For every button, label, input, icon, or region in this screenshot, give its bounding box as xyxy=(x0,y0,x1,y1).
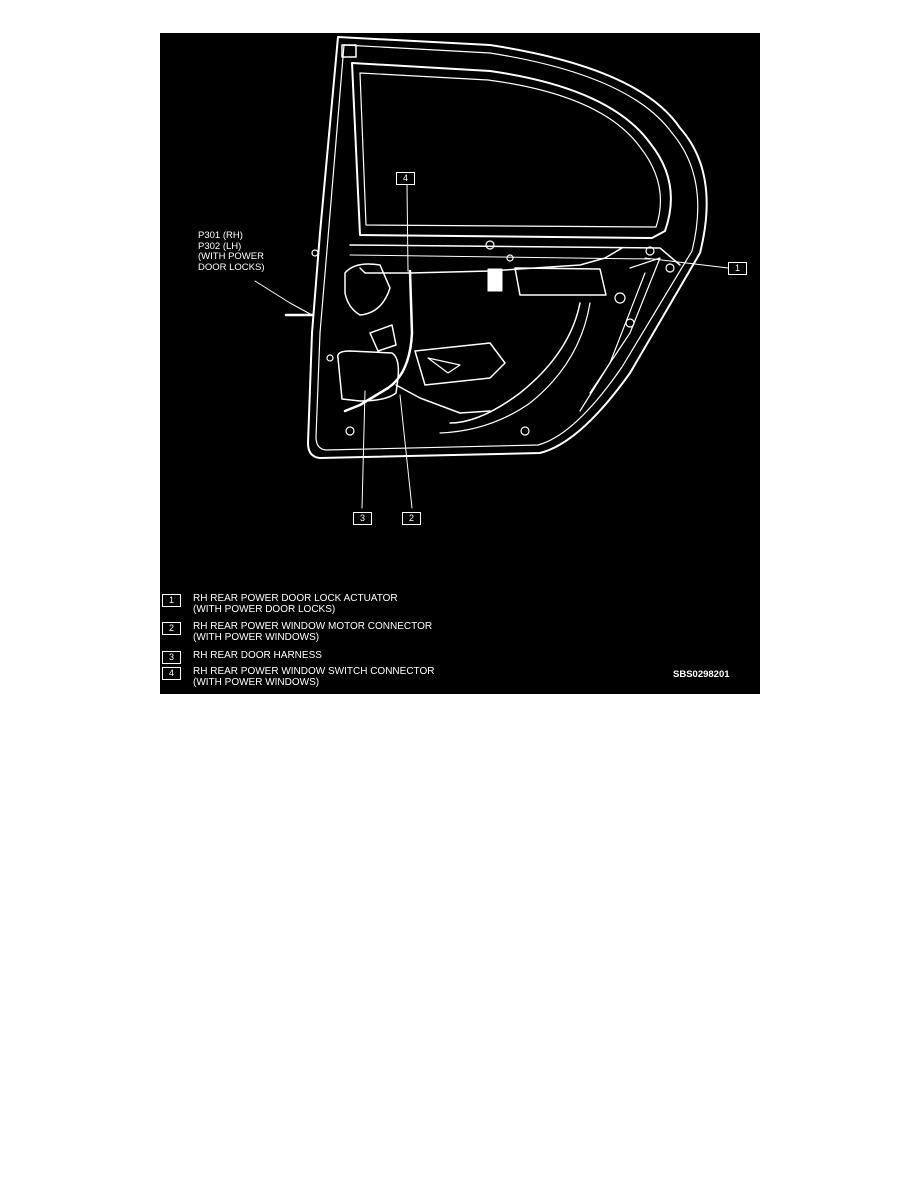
window-frame xyxy=(351,62,672,239)
legend-line: RH REAR POWER WINDOW SWITCH CONNECTOR xyxy=(193,666,435,677)
inner-panel xyxy=(344,263,391,316)
leader-callout-2 xyxy=(399,394,413,509)
legend-line: (WITH POWER WINDOWS) xyxy=(193,677,320,688)
leader-callout-3 xyxy=(361,390,366,509)
legend-text: RH REAR POWER DOOR LOCK ACTUATOR (WITH P… xyxy=(193,593,613,615)
legend-number: 1 xyxy=(162,594,181,607)
legend-line: RH REAR POWER WINDOW MOTOR CONNECTOR xyxy=(193,621,433,632)
callout-3: 3 xyxy=(353,512,372,525)
leader-callout-1 xyxy=(644,257,729,269)
connector-label-line: (WITH POWER xyxy=(198,251,264,262)
legend-text: RH REAR DOOR HARNESS xyxy=(193,650,613,661)
connector-label-line: DOOR LOCKS) xyxy=(198,261,265,273)
legend-number: 4 xyxy=(162,667,181,680)
legend-text: RH REAR POWER WINDOW SWITCH CONNECTOR (W… xyxy=(193,666,613,688)
legend-line: (WITH POWER WINDOWS) xyxy=(193,632,320,643)
door-outline-inner xyxy=(315,44,699,451)
door-wiring-figure: P301 (RH) P302 (LH) (WITH POWER DOOR LOC… xyxy=(160,33,760,694)
wiring-harness xyxy=(359,247,623,274)
legend-number: 2 xyxy=(162,622,181,635)
leader-callout-4 xyxy=(406,184,409,272)
connector-label-line: P301 (RH) xyxy=(198,230,243,241)
legend-line: RH REAR DOOR HARNESS xyxy=(193,650,322,661)
door-line-drawing xyxy=(254,36,729,509)
callout-2: 2 xyxy=(402,512,421,525)
callout-1: 1 xyxy=(728,262,747,275)
legend-line: RH REAR POWER DOOR LOCK ACTUATOR xyxy=(193,593,398,604)
door-outline xyxy=(307,36,708,459)
legend-text: RH REAR POWER WINDOW MOTOR CONNECTOR (WI… xyxy=(193,621,613,643)
connector-label: P301 (RH) P302 (LH) (WITH POWER DOOR LOC… xyxy=(198,230,308,273)
connector-label-line: P302 (LH) xyxy=(198,240,242,252)
legend-number: 3 xyxy=(162,651,181,664)
leader-connector-p301 xyxy=(254,280,313,316)
figure-code: SBS0298201 xyxy=(673,669,730,680)
legend-line: (WITH POWER DOOR LOCKS) xyxy=(193,604,336,615)
window-frame-inner xyxy=(359,72,662,228)
callout-4: 4 xyxy=(396,172,415,185)
